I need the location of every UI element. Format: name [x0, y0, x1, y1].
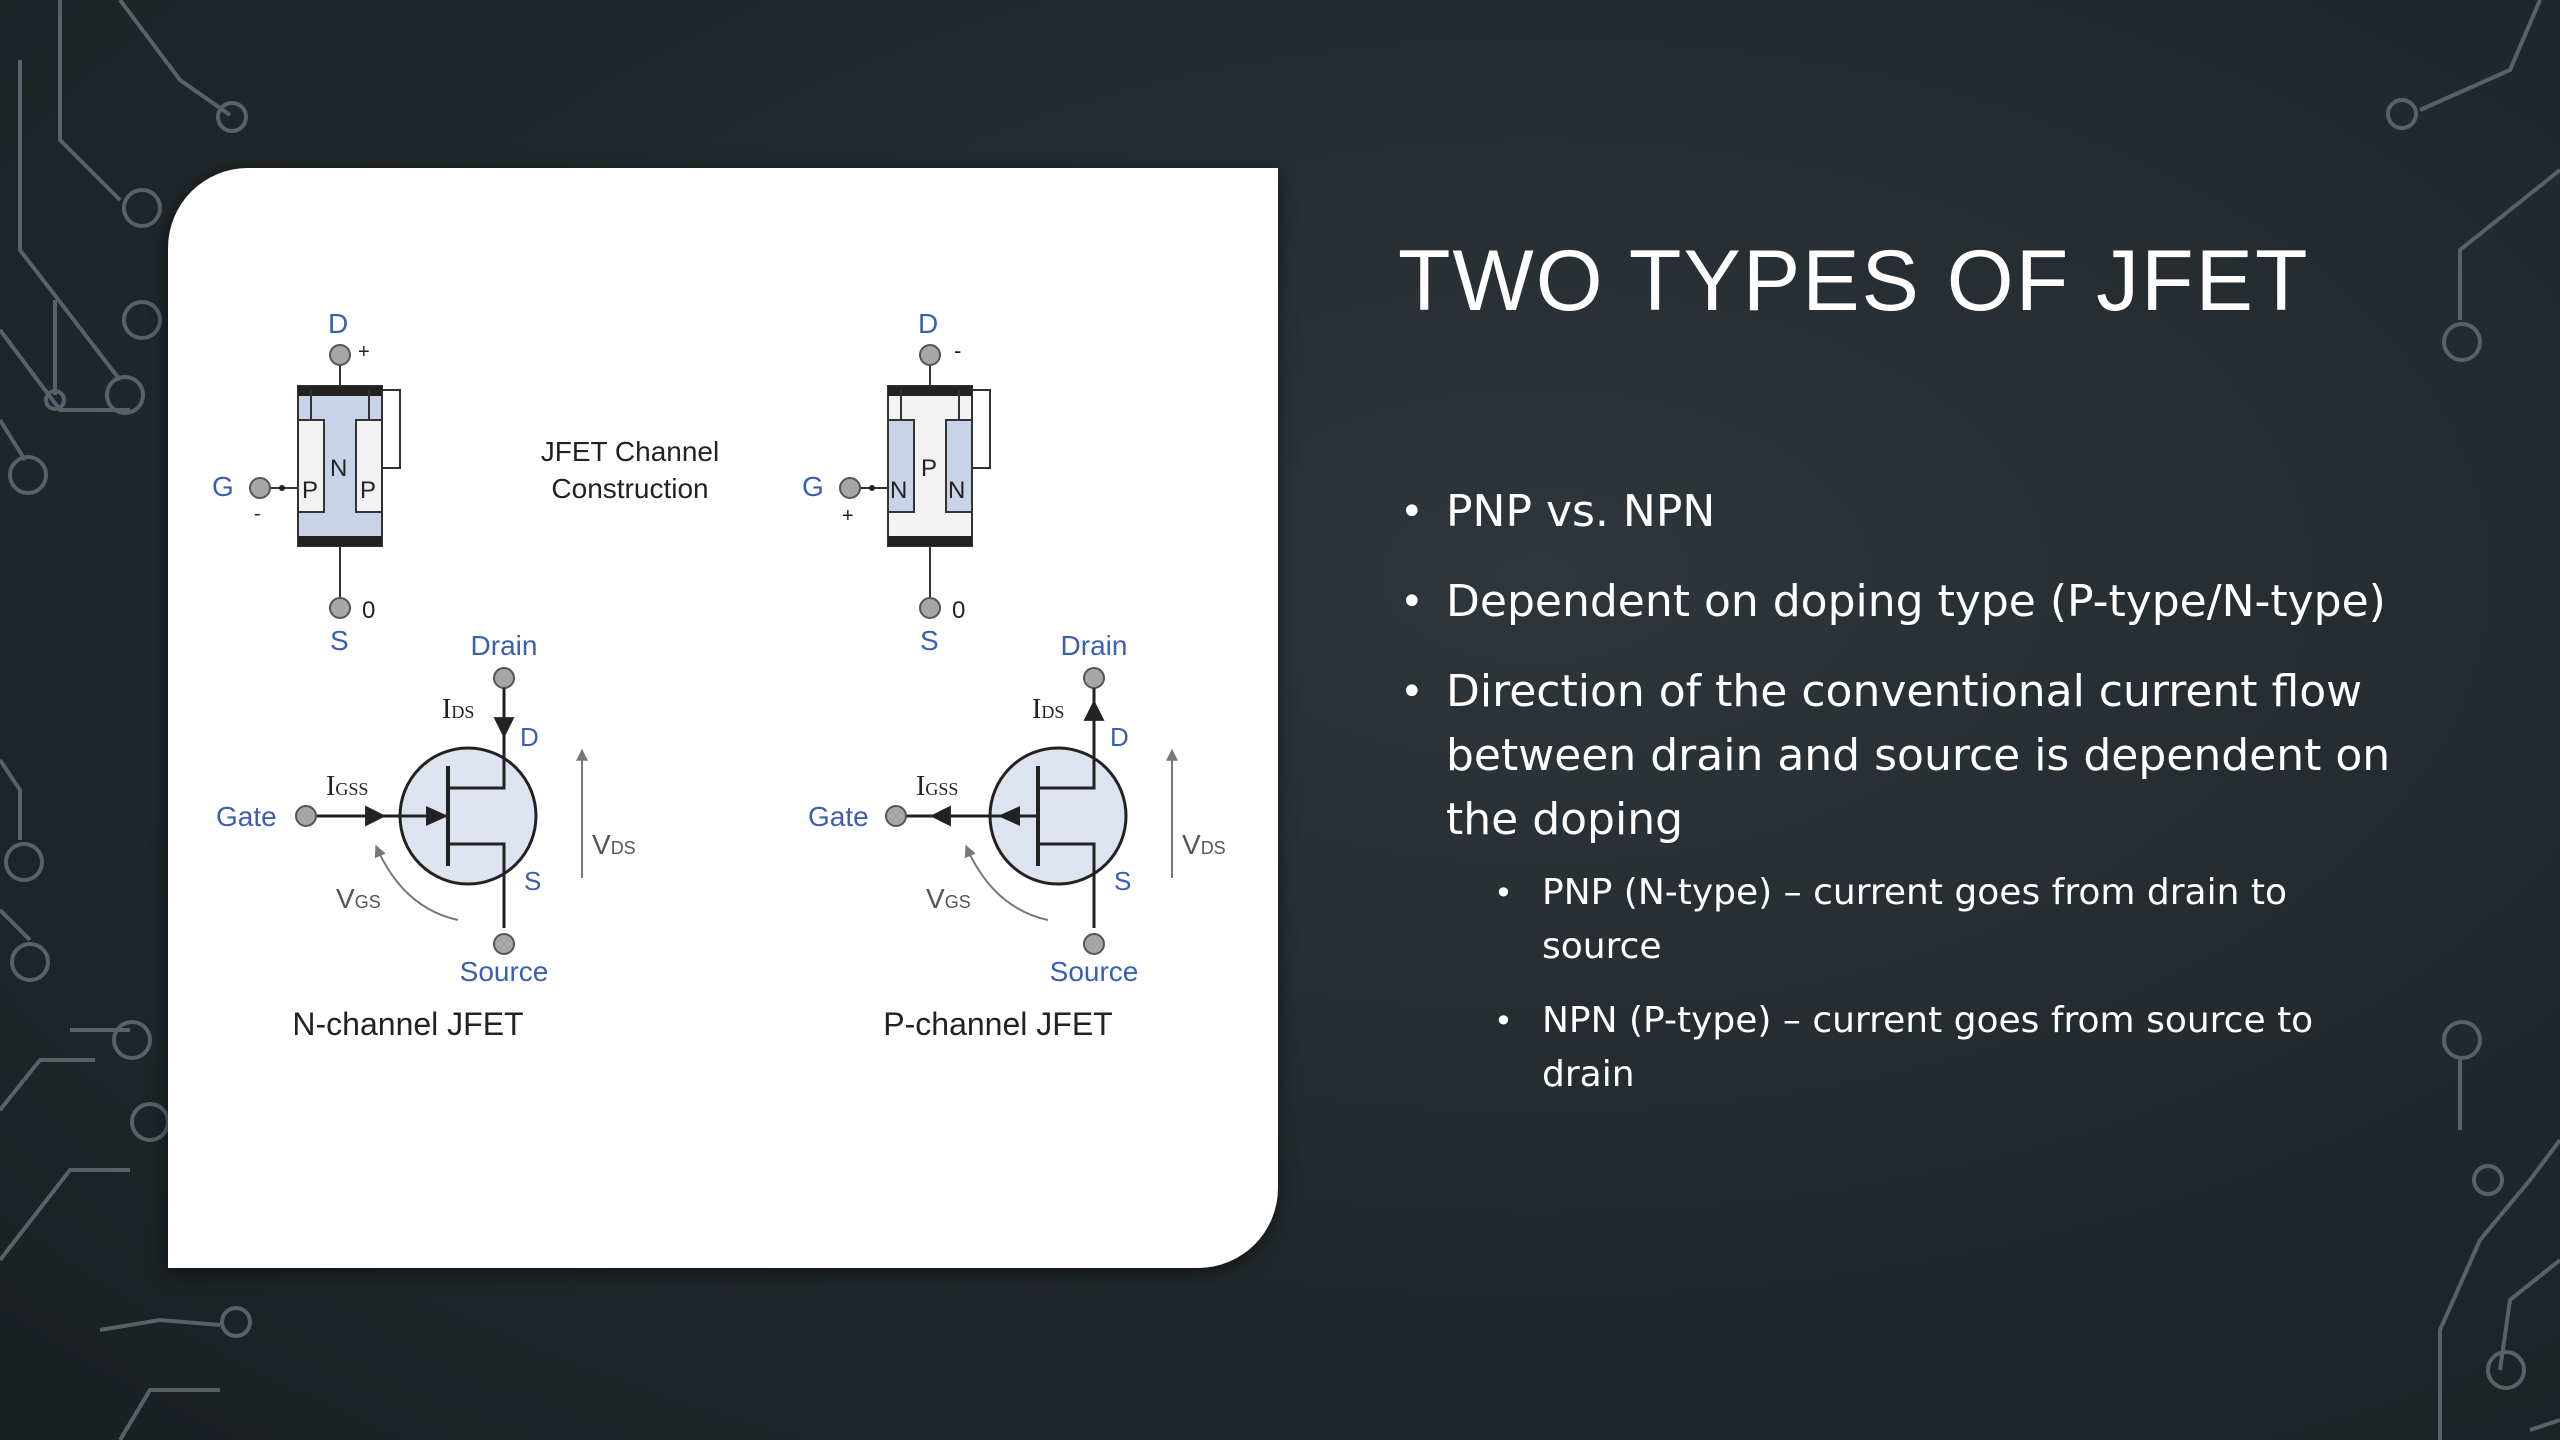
n-source-node: [493, 933, 515, 955]
n-gate-node: [295, 805, 317, 827]
p-d-label: D: [918, 308, 938, 339]
n-source-terminal: [329, 597, 351, 619]
p-d-symbol: D: [1110, 722, 1129, 752]
p-gate-terminal: [839, 477, 861, 499]
p-outer-right: N: [948, 477, 965, 504]
n-d-polarity: +: [358, 341, 370, 363]
n-channel-symbol: Drain IDS D Gate IGSS VGS S Source VDS N…: [216, 630, 636, 1042]
bullet-text: Direction of the conventional current fl…: [1446, 666, 2391, 845]
n-gate-right: [355, 419, 383, 513]
n-s-symbol: S: [524, 866, 541, 896]
sub-bullet-item: PNP (N-type) – current goes from drain t…: [1494, 866, 2408, 974]
bullet-item: Dependent on doping type (P-type/N-type): [1398, 570, 2408, 634]
svg-text:VDS: VDS: [1182, 829, 1226, 860]
p-drain-node: [1083, 667, 1105, 689]
svg-text:VGS: VGS: [926, 883, 971, 914]
svg-text:VGS: VGS: [336, 883, 381, 914]
n-g-label: G: [212, 471, 234, 502]
p-gate-node: [885, 805, 907, 827]
slide-title: TWO TYPES OF JFET: [1398, 233, 2310, 329]
diagram-panel: D + G - P N P 0 S JFET Channel Construct…: [168, 168, 1278, 1268]
svg-text:IDS: IDS: [442, 694, 474, 725]
n-g-polarity: -: [254, 503, 261, 525]
p-source-terminal: [919, 597, 941, 619]
n-outer-left: P: [302, 477, 318, 504]
p-outer-left: N: [890, 477, 907, 504]
n-channel-construction: D + G - P N P 0 S: [212, 308, 401, 656]
bullet-list: PNP vs. NPN Dependent on doping type (P-…: [1398, 480, 2408, 1128]
n-source-label: Source: [460, 956, 549, 987]
p-s-label: S: [920, 625, 939, 656]
p-gate-label: Gate: [808, 801, 869, 832]
bullet-item: Direction of the conventional current fl…: [1398, 660, 2408, 1102]
p-g-polarity: +: [842, 505, 854, 527]
n-gate-left: [297, 419, 325, 513]
p-drain-terminal: [919, 344, 941, 366]
construction-label-2: Construction: [551, 473, 708, 504]
p-gate-left: [887, 419, 915, 513]
p-source-label: Source: [1050, 956, 1139, 987]
sub-bullet-item: NPN (P-type) – current goes from source …: [1494, 994, 2408, 1102]
n-outer-right: P: [360, 477, 376, 504]
p-d-polarity: -: [954, 338, 961, 363]
n-s-label: S: [330, 625, 349, 656]
p-channel-name: P-channel JFET: [883, 1006, 1112, 1042]
n-drain-label: Drain: [471, 630, 538, 661]
p-gate-right: [945, 419, 973, 513]
n-gate-terminal: [249, 477, 271, 499]
p-channel-construction: D - G + N P N 0 S: [802, 308, 991, 656]
n-d-label: D: [328, 308, 348, 339]
sub-bullet-list: PNP (N-type) – current goes from drain t…: [1446, 866, 2408, 1102]
n-vgs-arrow: [374, 844, 459, 921]
jfet-diagram: D + G - P N P 0 S JFET Channel Construct…: [212, 308, 1226, 1042]
p-g-label: G: [802, 471, 824, 502]
svg-text:IDS: IDS: [1032, 694, 1064, 725]
n-gate-label: Gate: [216, 801, 277, 832]
bullet-item: PNP vs. NPN: [1398, 480, 2408, 544]
svg-text:IGSS: IGSS: [916, 771, 958, 802]
p-vgs-arrow: [964, 844, 1049, 921]
n-channel-name: N-channel JFET: [292, 1006, 523, 1042]
n-drain-node: [493, 667, 515, 689]
svg-text:IGSS: IGSS: [326, 771, 368, 802]
svg-text:VDS: VDS: [592, 829, 636, 860]
construction-label-1: JFET Channel: [541, 436, 719, 467]
n-inner-label: N: [330, 455, 347, 482]
n-s-value: 0: [362, 597, 375, 624]
p-inner-label: P: [921, 455, 937, 482]
p-s-value: 0: [952, 597, 965, 624]
p-source-node: [1083, 933, 1105, 955]
p-s-symbol: S: [1114, 866, 1131, 896]
p-channel-symbol: Drain IDS D Gate IGSS VGS S Source VDS P…: [808, 630, 1226, 1042]
p-drain-label: Drain: [1061, 630, 1128, 661]
n-drain-terminal: [329, 344, 351, 366]
n-d-symbol: D: [520, 722, 539, 752]
